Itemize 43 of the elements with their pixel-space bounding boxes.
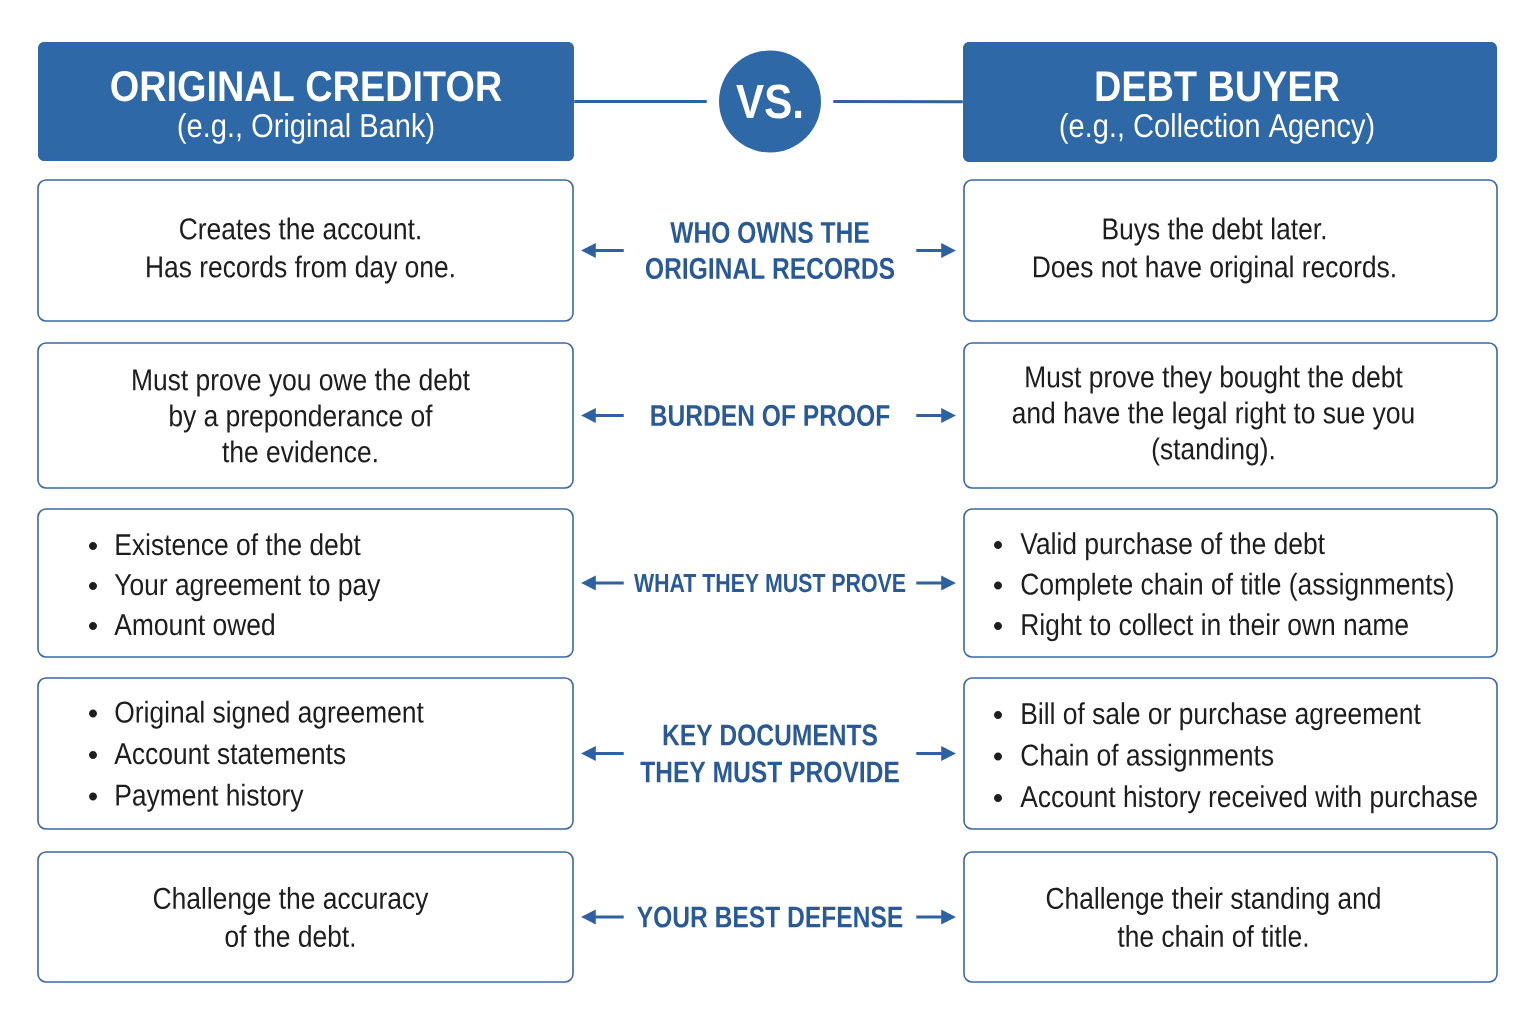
card-text: Must prove they bought the debt and have the legal right to sue you (standing). [1012,365,1414,466]
category-label: WHAT THEY MUST PROVE [634,573,906,593]
list-item: Original signed agreement [115,700,424,729]
category-label: WHO OWNS THE ORIGINAL RECORDS [645,221,895,280]
banner-title: ORIGINAL CREDITOR [111,70,502,102]
list-item: Payment history [116,783,304,812]
banner-subtitle: (e.g., Original Bank) [178,113,434,144]
list-item: Bill of sale or purchase agreement [1022,702,1421,731]
category-label: BURDEN OF PROOF [651,404,890,427]
card-text: Does not have original records. [1034,255,1395,284]
comparison-card [963,342,1498,489]
banner-title: DEBT BUYER [1096,71,1340,102]
list-item: Right to collect in their own name [1022,613,1408,642]
list-item: Complete chain of title (assignments) [1021,572,1453,601]
list-item: Account statements [114,743,346,765]
category-label: YOUR BEST DEFENSE [637,906,903,928]
comparison-card [37,342,574,489]
card-text: Challenge their standing and the chain of title. [1046,886,1380,947]
list-item: Amount owed [114,613,274,636]
header-banner [38,42,574,161]
card-text: Creates the account. [180,217,420,240]
list-item: Account history received with purchase [1020,785,1477,814]
comparison-card [37,851,574,983]
comparison-card [37,179,574,322]
card-text: Has records from day one. [147,255,454,284]
category-label: KEY DOCUMENTS THEY MUST PROVIDE [640,724,899,783]
comparison-card [963,508,1498,658]
connector-line [574,100,707,103]
list-item: Chain of assignments [1021,743,1274,772]
comparison-card [37,508,574,658]
card-text: Challenge the accuracy of the debt. [153,886,429,947]
comparison-card [963,851,1498,983]
connector-line [833,100,963,104]
comparison-card [37,677,574,830]
list-item: Your agreement to pay [114,574,381,602]
list-item: Valid purchase of the debt [1020,532,1325,561]
comparison-card [963,179,1498,322]
header-banner [963,42,1497,162]
card-text: Buys the debt later. [1103,217,1326,246]
comparison-card [963,677,1498,830]
banner-subtitle: (e.g., Collection Agency) [1060,113,1374,144]
list-item: Existence of the debt [116,533,361,556]
card-text: Must prove you owe the debt by a preponderance of the evidence. [133,368,470,463]
